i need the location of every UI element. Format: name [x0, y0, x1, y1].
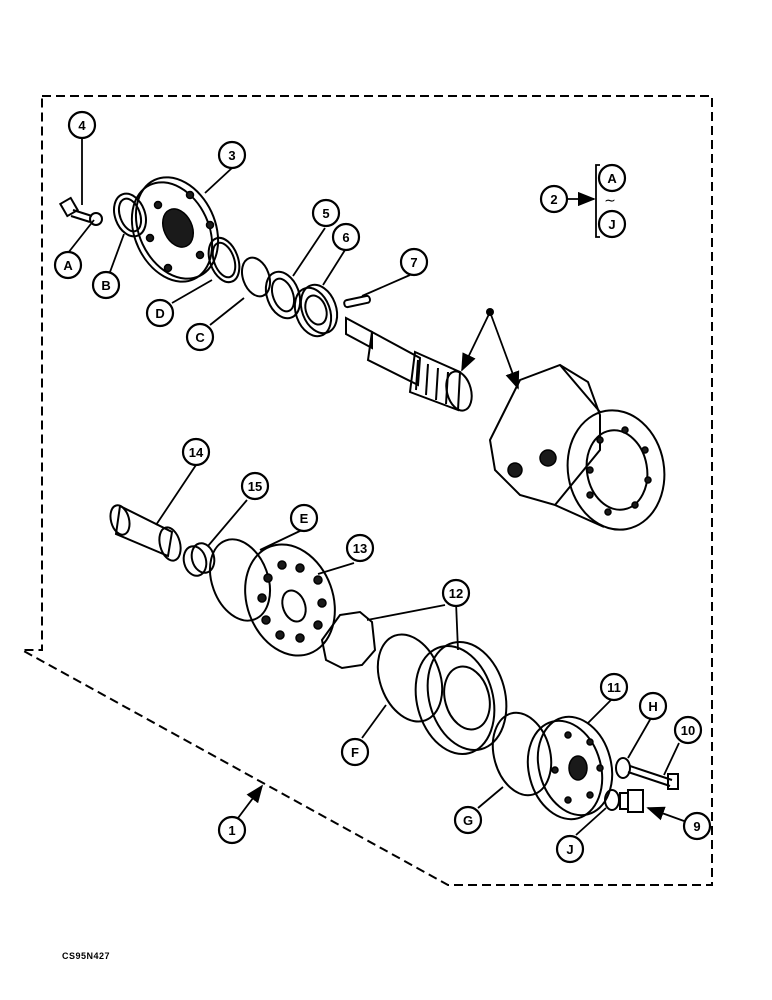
o-ring-f-part — [376, 633, 444, 723]
svg-text:E: E — [300, 511, 309, 526]
o-ring-e-part — [209, 538, 271, 622]
callout-10: 10 — [673, 715, 703, 745]
callout-7: 7 — [399, 247, 429, 277]
svg-text:11: 11 — [607, 680, 621, 695]
bolt-10-part — [627, 765, 679, 790]
plug-part — [619, 789, 644, 813]
callout-4: 4 — [67, 110, 97, 140]
callout-9: 9 — [682, 811, 712, 841]
kit-range-separator: ∼ — [604, 193, 616, 209]
callout-1: 1 — [217, 815, 247, 845]
svg-text:B: B — [101, 278, 110, 293]
svg-text:D: D — [155, 306, 164, 321]
svg-text:1: 1 — [228, 823, 235, 838]
output-shaft-part — [345, 316, 473, 412]
svg-text:10: 10 — [681, 723, 695, 738]
seal-d-part — [207, 236, 241, 284]
callout-B: B — [91, 270, 121, 300]
svg-text:12: 12 — [449, 586, 463, 601]
svg-text:3: 3 — [228, 148, 235, 163]
svg-text:A: A — [63, 258, 73, 273]
end-cap-part — [526, 715, 614, 821]
key-part — [343, 294, 371, 309]
callout-F: F — [340, 737, 370, 767]
svg-text:14: 14 — [189, 445, 204, 460]
callout-2: 2 — [539, 184, 569, 214]
kit-range-bracket: ∼ — [595, 164, 616, 238]
svg-text:F: F — [351, 745, 359, 760]
washer-j-part — [604, 789, 620, 811]
callout-5: 5 — [311, 198, 341, 228]
drawing-code: CS95N427 — [62, 951, 111, 961]
o-ring-c-part — [240, 256, 272, 298]
washer-h-part — [615, 757, 631, 779]
callout-15: 15 — [240, 471, 270, 501]
svg-text:6: 6 — [342, 230, 349, 245]
washer-part — [264, 270, 302, 320]
callout-14: 14 — [181, 437, 211, 467]
svg-text:A: A — [607, 171, 617, 186]
svg-text:H: H — [648, 699, 657, 714]
callout-A-kit: A — [597, 163, 627, 193]
bearing-part — [293, 283, 339, 338]
svg-text:7: 7 — [410, 255, 417, 270]
kit-boundary — [21, 95, 713, 886]
callout-A: A — [53, 250, 83, 280]
o-ring-g-part — [491, 711, 553, 797]
seal-b-part — [113, 192, 147, 238]
callout-C: C — [185, 322, 215, 352]
callout-6: 6 — [331, 222, 361, 252]
rotor-part — [320, 610, 377, 670]
bushing-part — [182, 542, 216, 577]
bolt-part — [58, 196, 103, 226]
svg-text:13: 13 — [353, 541, 367, 556]
callout-G: G — [453, 805, 483, 835]
motor-housing-part — [488, 363, 666, 531]
callout-J: J — [555, 834, 585, 864]
svg-text:15: 15 — [248, 479, 262, 494]
callout-J-kit: J — [597, 209, 627, 239]
svg-text:9: 9 — [693, 819, 700, 834]
callout-3: 3 — [217, 140, 247, 170]
gerotor-ring-part — [414, 640, 508, 756]
svg-text:J: J — [608, 217, 615, 232]
svg-text:5: 5 — [322, 206, 329, 221]
callout-11: 11 — [599, 672, 629, 702]
callout-E: E — [289, 503, 319, 533]
svg-text:J: J — [566, 842, 573, 857]
svg-text:G: G — [463, 813, 473, 828]
drive-shaft-part — [109, 504, 182, 562]
callout-D: D — [145, 298, 175, 328]
valve-plate-part — [244, 543, 336, 657]
callout-H: H — [638, 691, 668, 721]
mounting-flange-part — [130, 176, 220, 283]
callout-13: 13 — [345, 533, 375, 563]
callout-12: 12 — [441, 578, 471, 608]
svg-text:2: 2 — [550, 192, 557, 207]
svg-text:C: C — [195, 330, 205, 345]
svg-text:4: 4 — [78, 118, 86, 133]
